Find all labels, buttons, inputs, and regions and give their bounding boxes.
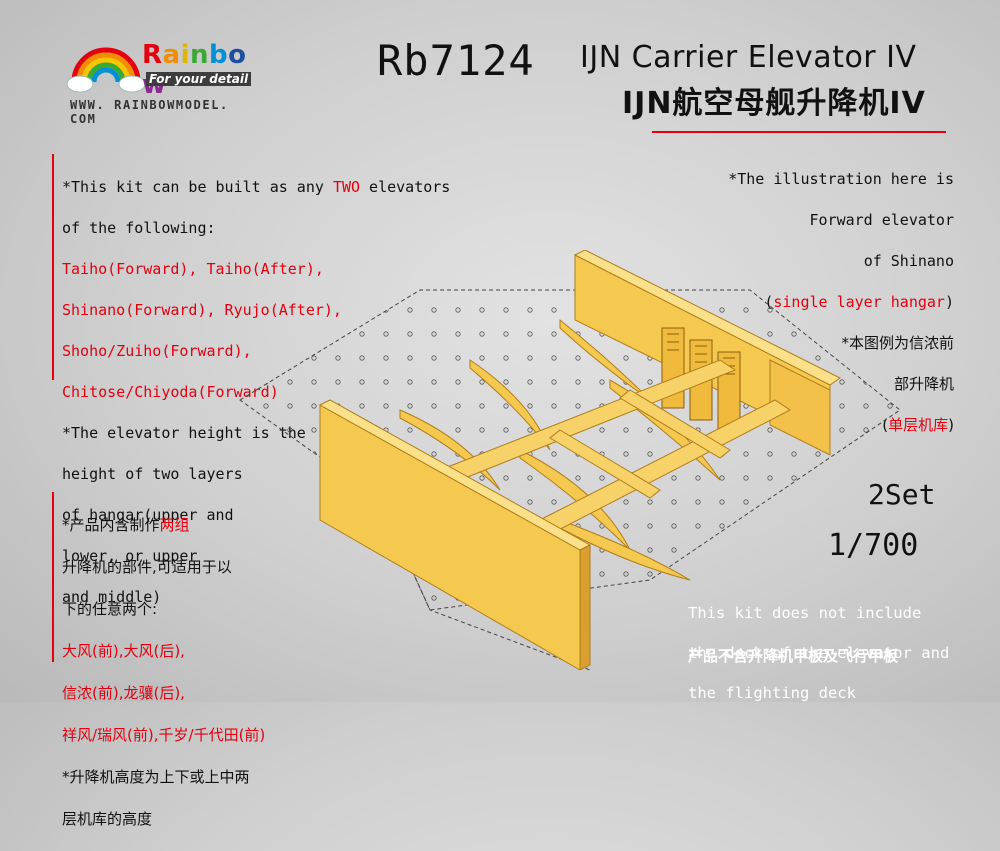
exclusion-note-cn: 产品不含升降机甲板及飞行甲板 [688, 647, 899, 665]
text-line: 升降机的部件,可适用于以 [62, 558, 232, 576]
compatibility-text-en: *This kit can be built as any TWO elevat… [62, 156, 450, 628]
exclusion-note: This kit does not include the deck of th… [688, 583, 949, 723]
set-count: 2Set [868, 478, 936, 511]
ship-list-line: Taiho(Forward), Taiho(After), [62, 259, 324, 278]
text-line: of hangar(upper and [62, 505, 234, 524]
brand-letter: b [209, 40, 229, 70]
elevator-illustration [239, 250, 901, 670]
ship-list-line: 信浓(前),龙骧(后), [62, 684, 185, 702]
text-line: *This kit can be built as any TWO elevat… [62, 177, 450, 198]
product-title-en: IJN Carrier Elevator IV [580, 40, 917, 75]
text-line: This kit does not include [688, 604, 922, 622]
text-line: 部升降机 [893, 374, 954, 393]
text-line: height of two layers [62, 464, 243, 483]
text-fragment: ) [944, 292, 954, 311]
scale-label: 1/700 [828, 528, 919, 563]
text-line: the flighting deck [688, 684, 856, 702]
product-code: Rb7124 [377, 36, 535, 85]
text-line: 层机库的高度 [62, 810, 153, 828]
ship-list-line: 祥风/瑞风(前),千岁/千代田(前) [62, 726, 266, 744]
ship-list-line: Shinano(Forward), Ryujo(After), [62, 300, 342, 319]
brand-letter: o [228, 40, 247, 70]
text-line: lower, or upper [62, 546, 198, 565]
title-divider [652, 131, 946, 133]
highlight-single-layer: single layer hangar [773, 292, 945, 311]
text-line: 下的任意两个: [62, 600, 158, 618]
text-line: *The elevator height is the [62, 423, 306, 442]
text-line: *本图例为信浓前 [841, 333, 954, 352]
rainbow-cloud-icon [66, 47, 146, 93]
ship-list-line: Chitose/Chiyoda(Forward) [62, 382, 279, 401]
text-line: (单层机库) [728, 415, 954, 436]
text-fragment: ( [764, 292, 774, 311]
text-line: the deck of the elevator and [688, 644, 950, 662]
brand-tagline: For your detail [146, 72, 252, 86]
ship-list-line: Shoho/Zuiho(Forward), [62, 341, 252, 360]
highlight-single-layer-cn: 单层机库 [888, 415, 949, 434]
ship-list-line: 大风(前),大风(后), [62, 642, 185, 660]
highlight-two-cn: 两组 [159, 516, 190, 534]
text-line: and middle) [62, 587, 162, 606]
brand-letter: R [142, 40, 163, 70]
left-divider [52, 154, 54, 380]
text-line: Forward elevator [809, 210, 955, 229]
text-line: (single layer hangar) [728, 292, 954, 313]
text-fragment: *This kit can be built as any [62, 177, 333, 196]
text-line: *升降机高度为上下或上中两 [62, 768, 250, 786]
text-fragment: *产品内含制作 [62, 516, 160, 534]
text-line: of the following: [62, 218, 216, 237]
text-fragment: ( [882, 415, 889, 434]
text-line: *The illustration here is [728, 169, 954, 188]
front-wall-side [579, 544, 591, 670]
brand-letter: i [180, 40, 190, 70]
illustration-note: *The illustration here is Forward elevat… [728, 148, 954, 456]
brand-url: WWW. RAINBOWMODEL. COM [70, 98, 229, 126]
brand-letter: a [162, 40, 181, 70]
text-fragment: elevators [360, 177, 451, 196]
text-line: *产品内含制作两组 [62, 515, 265, 536]
product-title-cn: IJN航空母舰升降机IV [622, 86, 926, 121]
brand-letter: n [190, 40, 210, 70]
highlight-two: TWO [332, 177, 361, 196]
left-divider-lower [52, 492, 54, 662]
guide-line [379, 499, 591, 670]
brand-block: Rainbow For your detail WWW. RAINBOWMODE… [64, 34, 264, 126]
text-fragment: ) [948, 415, 954, 434]
text-line: of Shinano [863, 251, 954, 270]
back-wall-face [573, 250, 841, 386]
brand-name: Rainbow [142, 40, 264, 100]
